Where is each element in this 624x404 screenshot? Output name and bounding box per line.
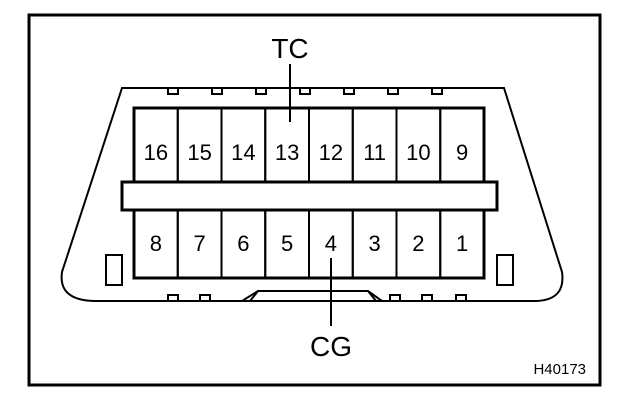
pin-cell: 11 xyxy=(351,107,398,183)
pin-number: 12 xyxy=(319,140,343,165)
pin-cell: 14 xyxy=(220,107,267,183)
pin-cell: 6 xyxy=(220,209,267,279)
pin-number: 5 xyxy=(281,231,293,256)
bottom-pin-row: 8 7 6 5 4 3 2 1 xyxy=(133,209,485,279)
pin-number: 14 xyxy=(231,140,255,165)
cg-label: CG xyxy=(310,331,352,362)
pin-cell: 8 xyxy=(133,209,179,279)
tc-label: TC xyxy=(271,33,308,64)
right-latch-slot xyxy=(496,254,514,286)
pin-number: 9 xyxy=(456,140,468,165)
pin-number: 3 xyxy=(369,231,381,256)
pin-number: 10 xyxy=(406,140,430,165)
pin-number: 8 xyxy=(150,231,162,256)
top-notches xyxy=(167,88,443,95)
bottom-notches xyxy=(167,294,467,301)
pin-cell: 2 xyxy=(395,209,442,279)
pin-number: 6 xyxy=(237,231,249,256)
key-tab xyxy=(241,290,383,302)
pin-cell: 9 xyxy=(439,107,485,183)
pin-cell-border xyxy=(439,209,485,279)
pin-number: 11 xyxy=(363,140,386,165)
left-latch-slot xyxy=(105,254,123,286)
pin-number: 15 xyxy=(187,140,211,165)
pin-cell-border xyxy=(439,107,485,183)
pin-cell: 13 xyxy=(264,107,310,183)
pin-cell: 12 xyxy=(308,107,354,183)
figure-code: H40173 xyxy=(533,361,586,378)
top-pin-row: 16 15 14 13 12 11 10 9 xyxy=(133,107,485,183)
pin-cell: 15 xyxy=(176,107,223,183)
pin-cell: 5 xyxy=(264,209,310,279)
pin-cell: 1 xyxy=(439,209,485,279)
pin-number: 4 xyxy=(325,231,337,256)
pin-cell: 16 xyxy=(133,107,179,183)
pin-number: 7 xyxy=(194,231,206,256)
outer-frame xyxy=(27,13,602,387)
pin-number: 13 xyxy=(275,140,299,165)
pin-number: 16 xyxy=(144,140,168,165)
center-divider-bar xyxy=(120,180,499,212)
pin-cell: 10 xyxy=(395,107,442,183)
pin-number: 1 xyxy=(456,231,468,256)
pin-cell: 3 xyxy=(351,209,398,279)
pin-number: 2 xyxy=(412,231,424,256)
pin-cell: 7 xyxy=(176,209,223,279)
connector-housing xyxy=(60,87,564,302)
